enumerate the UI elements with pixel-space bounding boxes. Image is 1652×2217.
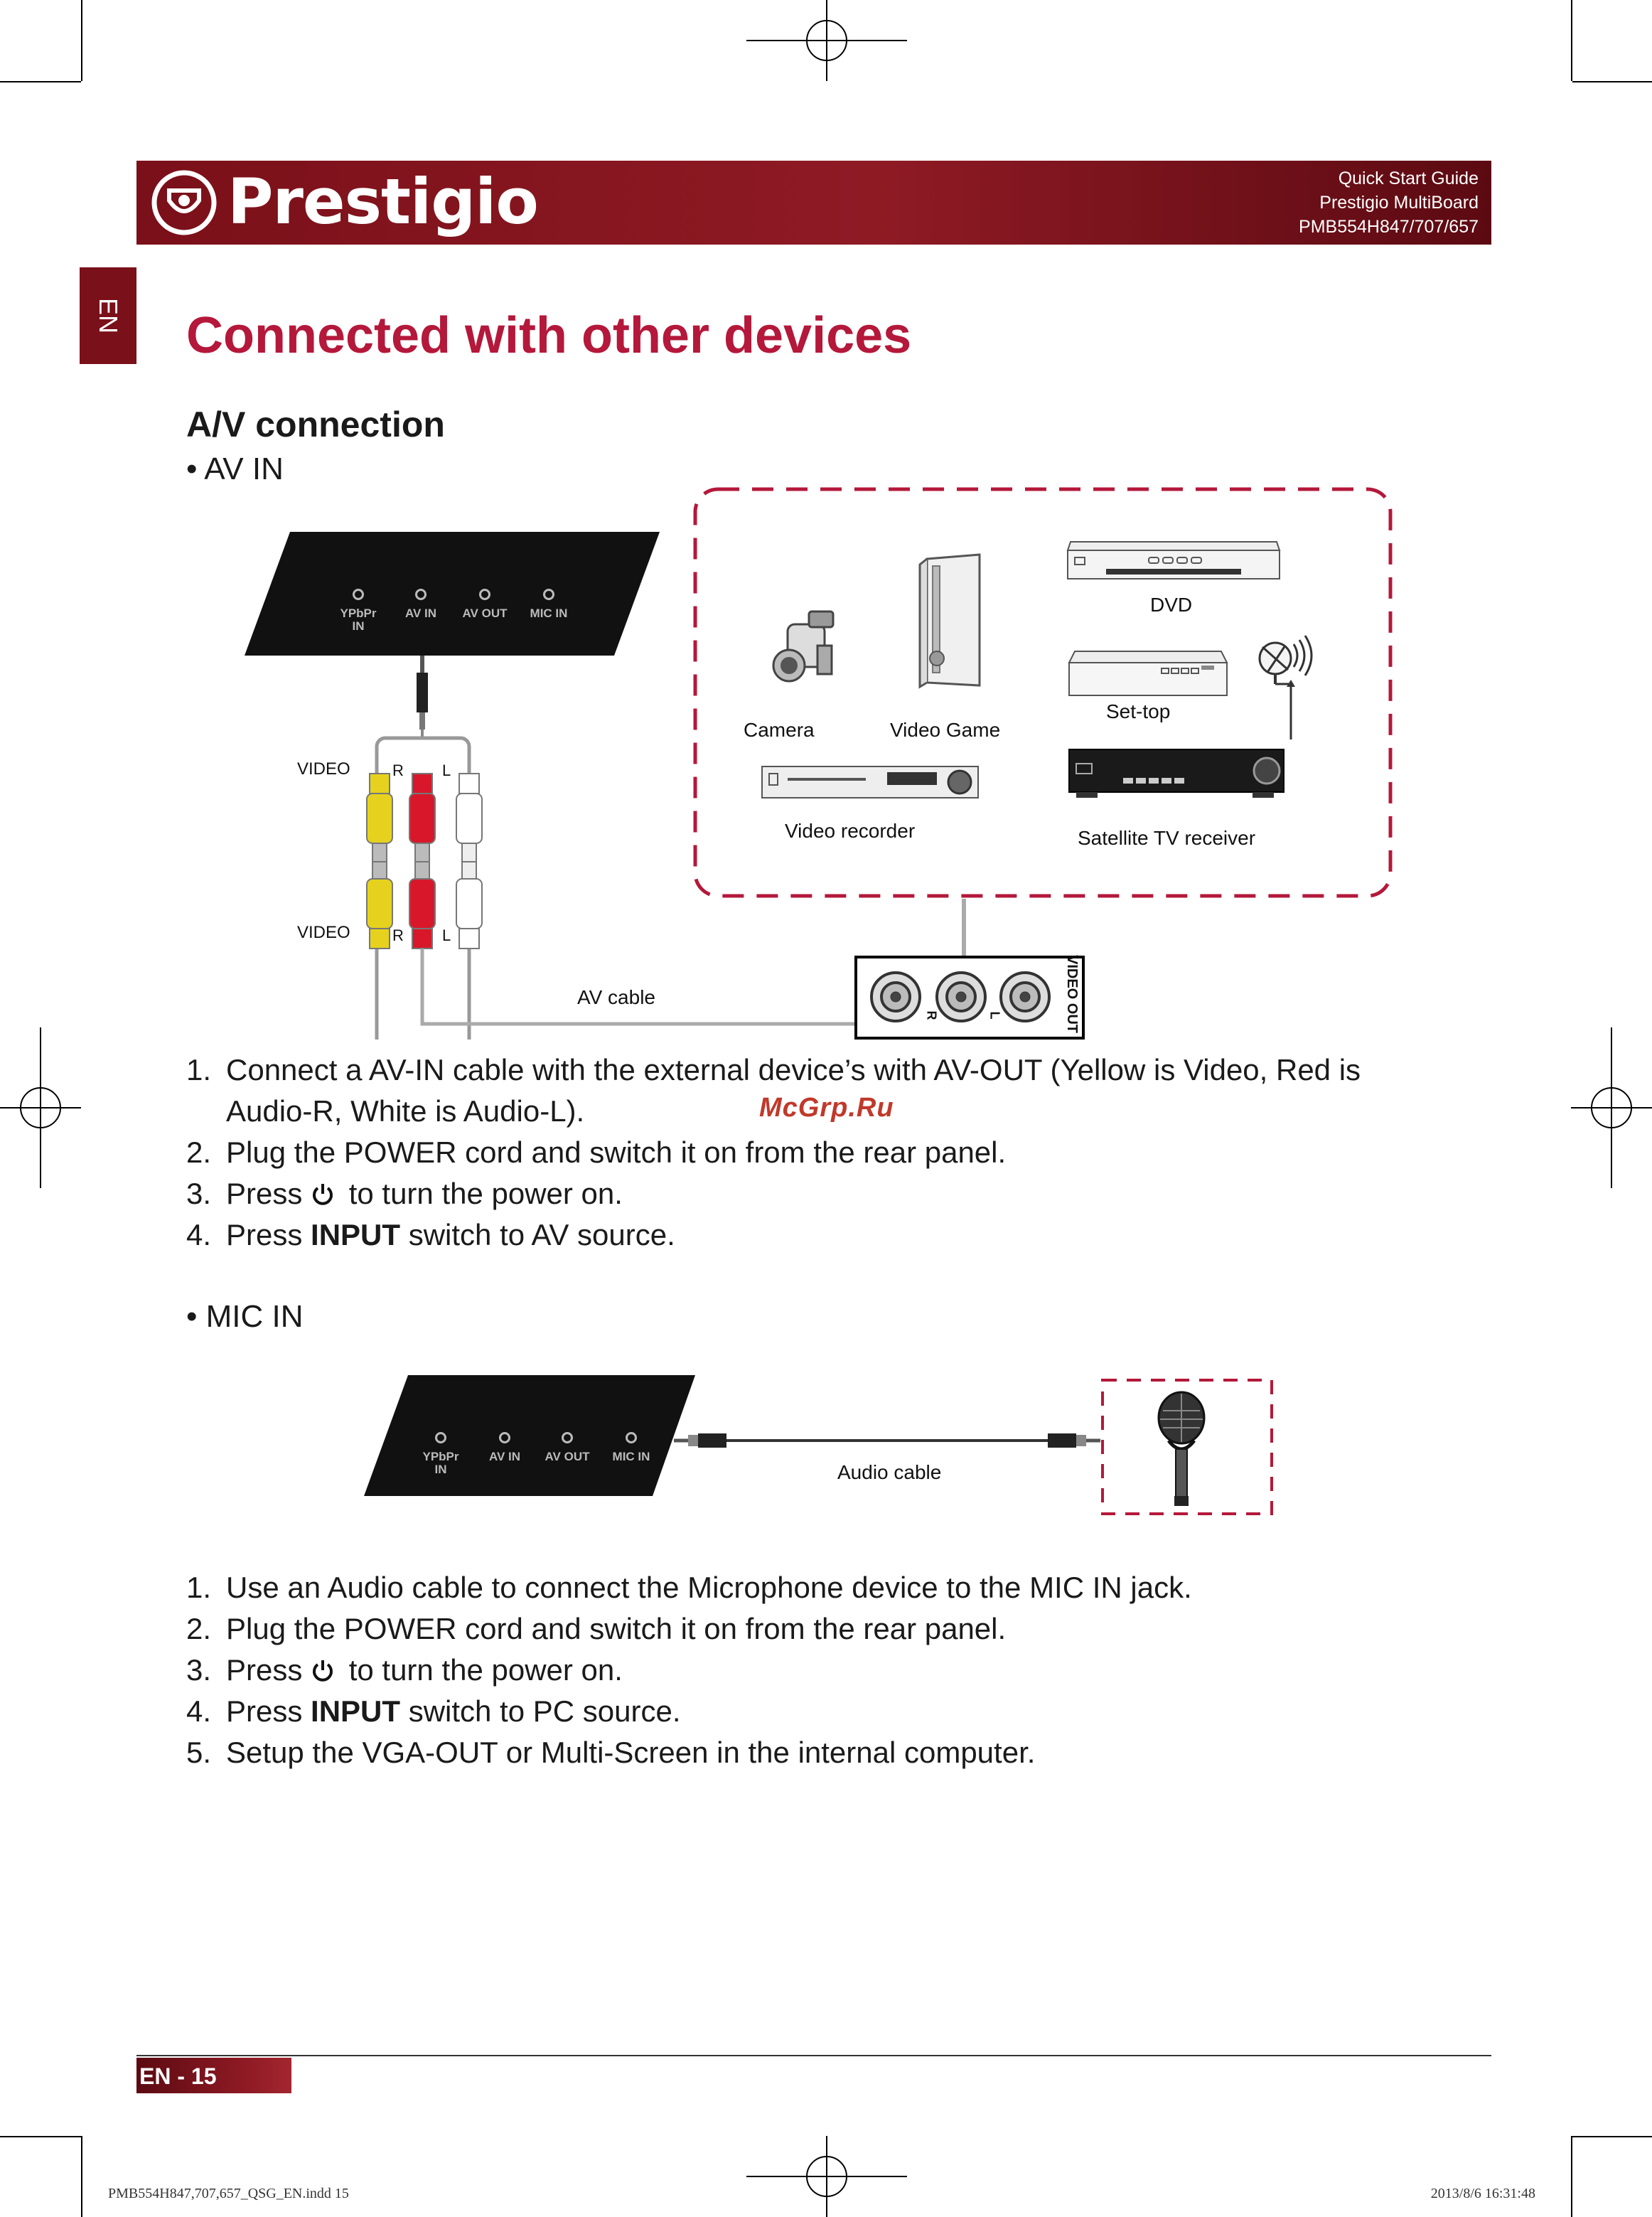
file-slug: PMB554H847,707,657_QSG_EN.indd 15 <box>108 2186 349 2201</box>
print-timestamp: 2013/8/6 16:31:48 <box>1430 2186 1535 2201</box>
crop-mark <box>1572 2136 1652 2137</box>
device-label-video-game: Video Game <box>890 719 1001 741</box>
port-av-in: AV IN <box>479 1432 530 1463</box>
section-title: A/V connection <box>186 405 445 444</box>
guide-line: Quick Start Guide <box>1338 169 1479 188</box>
port-label: YPbPr IN <box>422 1450 459 1476</box>
microphone-box <box>1101 1379 1273 1515</box>
crop-mark <box>1572 81 1652 82</box>
list-item: 2.Plug the POWER cord and switch it on f… <box>186 1136 1007 1169</box>
port-mic-in: MIC IN <box>604 1432 658 1463</box>
video-out-l-label: L <box>987 1011 1002 1020</box>
crop-mark <box>81 2136 82 2217</box>
video-recorder-icon <box>761 766 979 798</box>
audio-cable-label: Audio cable <box>837 1461 942 1483</box>
plug-label-video: VIDEO <box>297 923 350 942</box>
prestigio-logo-icon <box>151 170 217 235</box>
list-item: 1.Use an Audio cable to connect the Micr… <box>186 1571 1192 1604</box>
list-item: 3.Press to turn the power on. <box>186 1653 623 1687</box>
guide-line: Prestigio MultiBoard <box>1319 193 1479 213</box>
set-top-box-icon <box>1068 651 1228 696</box>
port-av-out: AV OUT <box>455 589 515 620</box>
power-icon <box>313 1184 333 1205</box>
page-number-tab: EN - 15 <box>136 2058 291 2093</box>
crop-mark <box>81 0 82 81</box>
port-label: AV IN <box>404 607 437 620</box>
av-in-bullet: • AV IN <box>186 452 284 486</box>
video-out-r-label: R <box>924 1010 939 1020</box>
list-item: 1.Connect a AV-IN cable with the externa… <box>186 1053 1361 1128</box>
port-av-out: AV OUT <box>537 1432 597 1463</box>
av-steps-list: 1.Connect a AV-IN cable with the externa… <box>186 1049 1437 1256</box>
crop-mark <box>1571 2136 1572 2217</box>
external-devices-box <box>693 487 1393 898</box>
device-label-video-recorder: Video recorder <box>785 820 916 842</box>
list-item: 4.Press INPUT switch to AV source. <box>186 1218 675 1251</box>
page-title: Connected with other devices <box>186 307 912 364</box>
page-number: EN - 15 <box>139 2063 217 2089</box>
device-label-satellite: Satellite TV receiver <box>1078 827 1256 849</box>
header-banner: Prestigio Quick Start Guide Prestigio Mu… <box>136 161 1491 245</box>
av-cable-label: AV cable <box>577 986 655 1008</box>
port-ypbpr: YPbPr IN <box>415 1432 466 1476</box>
list-item: 3.Press to turn the power on. <box>186 1177 623 1210</box>
registration-mark-bottom <box>746 2136 907 2217</box>
av-cable-diagram <box>366 656 966 1040</box>
registration-mark-top <box>746 0 907 81</box>
port-label: AV OUT <box>545 1450 590 1463</box>
device-label-camera: Camera <box>744 719 815 741</box>
brand-name: Prestigio <box>227 165 539 238</box>
port-label: YPbPr IN <box>340 607 377 633</box>
video-out-panel <box>854 956 1085 1040</box>
list-item: 2.Plug the POWER cord and switch it on f… <box>186 1612 1007 1645</box>
port-label: MIC IN <box>530 607 568 620</box>
port-label: MIC IN <box>612 1450 650 1463</box>
list-item: 4.Press INPUT switch to PC source. <box>186 1694 681 1728</box>
power-icon <box>313 1660 333 1682</box>
camera-icon <box>772 610 835 683</box>
board-panel-av <box>245 532 660 656</box>
board-panel-mic <box>364 1375 695 1496</box>
list-item: 5.Setup the VGA-OUT or Multi-Screen in t… <box>186 1736 1036 1769</box>
port-label: AV OUT <box>462 607 508 620</box>
registration-mark-right <box>1571 1027 1652 1188</box>
satellite-receiver-icon <box>1068 749 1284 798</box>
port-mic-in: MIC IN <box>522 589 576 620</box>
crop-mark <box>1571 0 1572 81</box>
microphone-icon <box>1157 1391 1206 1506</box>
crop-mark <box>0 2136 81 2137</box>
plug-label-r: R <box>392 926 404 944</box>
mic-in-bullet: • MIC IN <box>186 1299 304 1334</box>
language-code: EN <box>94 297 123 334</box>
footer-divider <box>136 2055 1491 2056</box>
plug-label-l: L <box>442 926 451 944</box>
satellite-dish-icon <box>1258 635 1313 739</box>
mic-steps-list: 1.Use an Audio cable to connect the Micr… <box>186 1567 1437 1773</box>
game-console-icon <box>918 553 981 689</box>
language-tab: EN <box>80 267 136 364</box>
guide-line: PMB554H847/707/657 <box>1299 217 1479 237</box>
dvd-player-icon <box>1066 541 1281 579</box>
plug-label-r: R <box>392 762 404 779</box>
header-guide-info: Quick Start Guide Prestigio MultiBoard P… <box>1299 166 1479 239</box>
port-label: AV IN <box>488 1450 521 1463</box>
audio-cable-icon <box>674 1433 1100 1448</box>
port-ypbpr: YPbPr IN <box>333 589 384 633</box>
port-av-in: AV IN <box>395 589 446 620</box>
plug-label-l: L <box>442 762 451 779</box>
crop-mark <box>0 81 81 82</box>
registration-mark-left <box>0 1027 81 1188</box>
device-label-set-top: Set-top <box>1106 700 1171 722</box>
plug-label-video: VIDEO <box>297 759 350 779</box>
device-label-dvd: DVD <box>1150 594 1193 616</box>
video-out-label: VIDEO OUT <box>1064 954 1080 1034</box>
watermark: McGrp.Ru <box>759 1093 894 1123</box>
